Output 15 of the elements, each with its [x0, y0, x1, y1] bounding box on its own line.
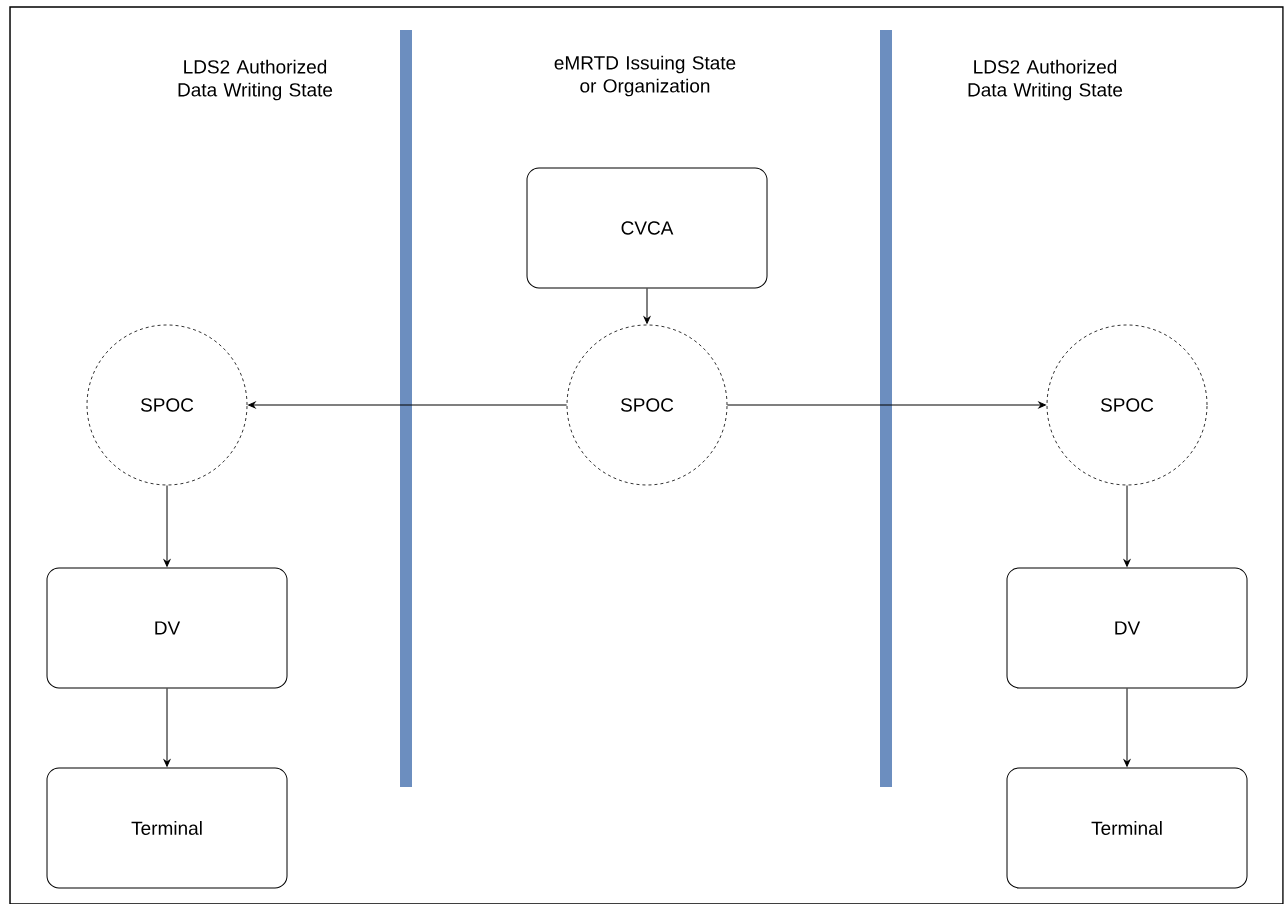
process-box: Terminal — [46, 767, 288, 889]
arrow — [726, 401, 1046, 409]
arrow — [643, 288, 651, 324]
arrow — [1123, 688, 1131, 767]
process-box: DV — [46, 567, 288, 689]
arrow — [248, 401, 568, 409]
arrow — [163, 688, 171, 767]
lane-heading: eMRTD Issuing State or Organization — [554, 55, 736, 97]
lane-heading: LDS2 Authorized Data Writing State — [968, 59, 1123, 101]
arrow — [1123, 484, 1131, 567]
arrow — [163, 484, 171, 567]
lane-heading: LDS2 Authorized Data Writing State — [178, 59, 333, 101]
process-box: CVCA — [526, 167, 768, 289]
process-box: Terminal — [1006, 767, 1248, 889]
process-box: DV — [1006, 567, 1248, 689]
